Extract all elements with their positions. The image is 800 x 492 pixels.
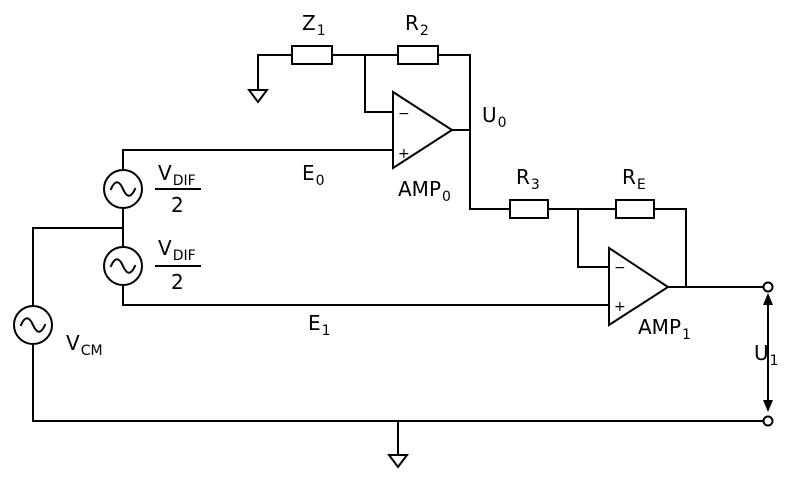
ground-symbol-top bbox=[247, 89, 269, 104]
label-vdif-bottom: VDIF 2 bbox=[155, 236, 201, 294]
opamp-amp1-body bbox=[608, 246, 670, 327]
wire-e1 bbox=[122, 284, 610, 306]
u1-voltage-arrow bbox=[763, 293, 773, 412]
output-terminal-top bbox=[762, 281, 774, 293]
opamp-amp0-body bbox=[392, 90, 454, 170]
resistor-r2 bbox=[397, 45, 439, 65]
opamp-amp1-minus-sign: − bbox=[614, 260, 626, 276]
label-vcm: VCM bbox=[66, 331, 103, 359]
source-vdif-top bbox=[103, 169, 143, 209]
label-vdif-top: VDIF 2 bbox=[155, 161, 201, 217]
resistor-z1 bbox=[291, 45, 333, 65]
label-e1: E1 bbox=[308, 311, 331, 339]
source-vdif-bottom bbox=[103, 246, 143, 286]
source-vcm bbox=[13, 305, 53, 345]
label-z1: Z1 bbox=[302, 11, 326, 39]
opamp-amp1-plus-sign: + bbox=[614, 299, 626, 315]
output-terminal-bottom bbox=[762, 415, 774, 427]
label-vdif-top-numerator: VDIF bbox=[158, 161, 196, 189]
label-vdif-bottom-numerator: VDIF bbox=[158, 236, 196, 264]
wire-e0 bbox=[122, 149, 394, 171]
wire-node-minus1 bbox=[577, 208, 610, 268]
label-vdif-bottom-denominator: 2 bbox=[171, 270, 184, 294]
label-r2: R2 bbox=[405, 11, 429, 39]
wire-r2-out0 bbox=[437, 54, 471, 131]
wire-vcm-top bbox=[32, 227, 124, 307]
opamp-amp0-minus-sign: − bbox=[398, 106, 410, 122]
label-u1: U1 bbox=[754, 341, 779, 369]
label-r3: R3 bbox=[516, 165, 540, 193]
label-amp0: AMP0 bbox=[398, 177, 451, 205]
resistor-r3 bbox=[509, 199, 549, 219]
opamp-amp0: − + bbox=[392, 90, 454, 170]
wire-out0-r3 bbox=[469, 129, 511, 210]
opamp-amp1: − + bbox=[608, 246, 670, 327]
wire-node-minus0 bbox=[364, 54, 394, 113]
opamp-amp0-plus-sign: + bbox=[398, 146, 410, 162]
wires bbox=[32, 54, 764, 456]
resistor-re bbox=[615, 199, 655, 219]
wire-re-out1 bbox=[653, 208, 687, 288]
wire-ground-z1 bbox=[257, 54, 293, 91]
label-re: RE bbox=[622, 165, 646, 193]
label-u0: U0 bbox=[482, 103, 507, 131]
label-e0: E0 bbox=[302, 161, 325, 189]
ground-symbol-bottom bbox=[387, 454, 409, 469]
label-vdif-top-denominator: 2 bbox=[171, 193, 184, 217]
wire-ground-bus bbox=[32, 343, 764, 422]
label-amp1: AMP1 bbox=[638, 315, 691, 343]
